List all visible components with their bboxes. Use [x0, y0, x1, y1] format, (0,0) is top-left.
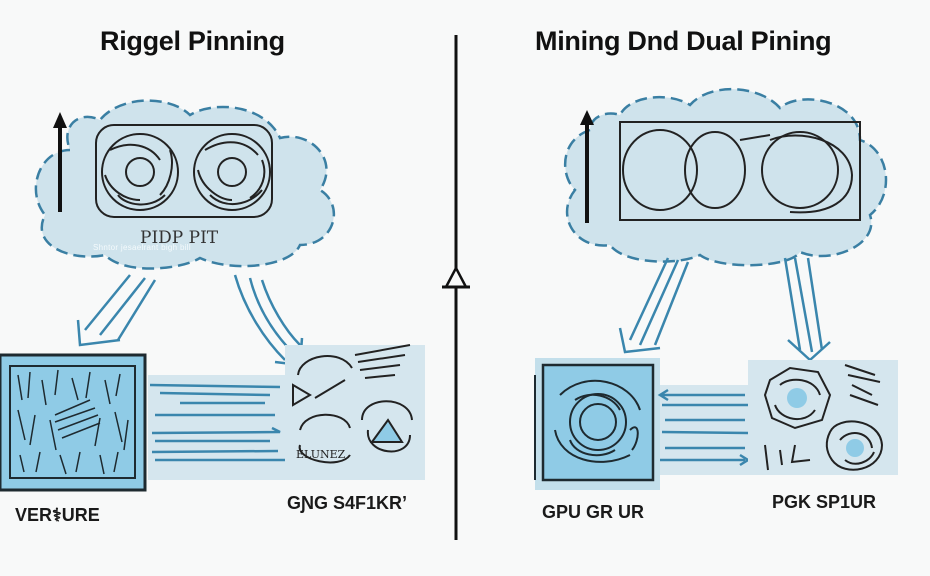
up-arrow-icon — [580, 110, 594, 223]
horizontal-flow-arrows-left — [148, 375, 286, 480]
gpu-box-label: GPU GR UR — [542, 502, 645, 522]
right-icons-box — [285, 344, 425, 480]
center-divider — [442, 35, 470, 540]
left-cloud — [34, 99, 336, 270]
flow-arrow-cloud-to-fans-box — [783, 257, 831, 362]
verture-label: VER⚕URE — [15, 505, 100, 525]
cloud-label: PIDP PIT — [140, 228, 219, 248]
horizontal-flow-arrows-right — [657, 385, 751, 475]
left-panel-title: Riggel Pinning — [100, 26, 285, 56]
right-panel-title: Mining Dnd Dual Pining — [535, 26, 832, 56]
divider-marker: A — [448, 266, 464, 286]
left-texture-box — [0, 353, 147, 492]
fans-box-label: PGK SP1UR — [772, 492, 877, 512]
flow-arrow-cloud-to-left-box — [76, 274, 157, 347]
dual-fan-gpu-icon — [95, 124, 273, 218]
box-icon-text: ELUNEZ — [296, 448, 346, 461]
flow-arrow-cloud-to-gpu-box — [618, 257, 690, 354]
cloud-sublabel: Shntor jesaelrant bigh bill — [93, 243, 191, 252]
multi-fan-box — [748, 360, 898, 475]
left-right-box-label: GƝG S4F1KR’ — [287, 493, 408, 513]
gpu-fan-box — [534, 358, 660, 490]
up-arrow-icon — [53, 112, 67, 212]
triple-fan-gpu-icon — [619, 121, 861, 221]
